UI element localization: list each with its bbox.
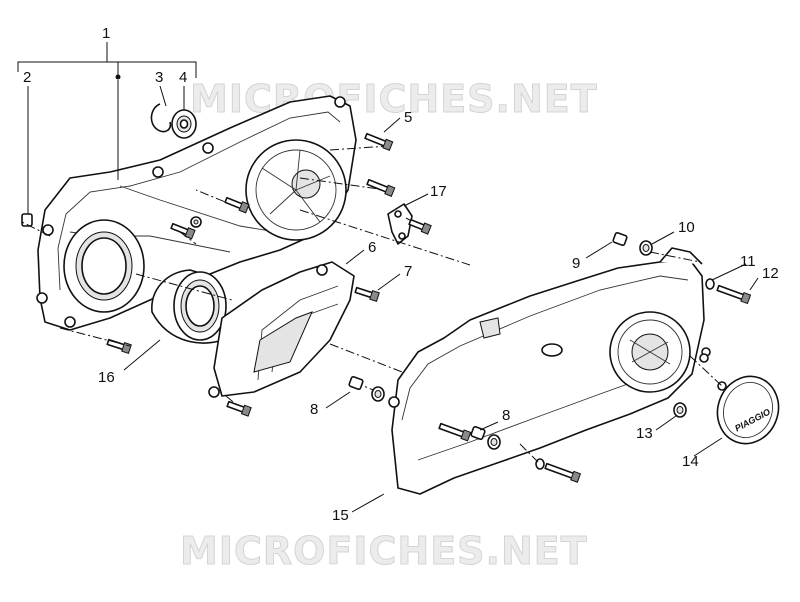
callout-3: 3 (155, 69, 163, 86)
callout-2: 2 (23, 69, 31, 86)
callout-11: 11 (740, 253, 756, 270)
callout-10: 10 (678, 219, 695, 236)
callout-8-lower: 8 (502, 407, 510, 424)
callout-13: 13 (636, 425, 653, 442)
callout-6: 6 (368, 239, 376, 256)
callout-labels: 1 2 3 4 5 6 7 8 8 9 10 11 12 13 14 15 16… (23, 25, 779, 524)
outer-transmission-cover (388, 247, 711, 495)
callout-15: 15 (332, 507, 349, 524)
callout-14: 14 (682, 453, 699, 470)
brand-badge: PIAGGIO (716, 375, 780, 445)
callout-4: 4 (179, 69, 187, 86)
watermark-bottom: MICROFICHES.NET (180, 529, 588, 573)
rubber-sleeve (151, 269, 227, 344)
bearing (171, 109, 197, 139)
callout-7: 7 (404, 263, 412, 280)
cable-bracket (387, 203, 432, 245)
inner-transmission-cover (36, 95, 357, 331)
callout-8-upper: 8 (310, 401, 318, 418)
watermark-top: MICROFICHES.NET (190, 77, 598, 121)
leader-lines (17, 42, 759, 513)
callout-1: 1 (102, 25, 110, 42)
callout-16: 16 (98, 369, 115, 386)
callout-17: 17 (430, 183, 447, 200)
callout-9: 9 (572, 255, 580, 272)
callout-5: 5 (404, 109, 412, 126)
fasteners-right (348, 232, 752, 483)
intake-cover (208, 261, 355, 398)
callout-12: 12 (762, 265, 779, 282)
dowel-pin (21, 213, 33, 227)
circlip (150, 103, 172, 133)
